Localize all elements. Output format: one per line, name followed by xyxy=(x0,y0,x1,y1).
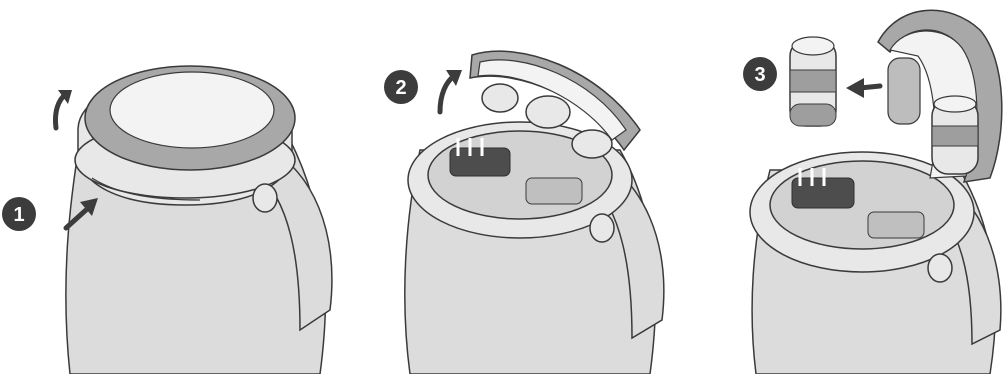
earbud-removed xyxy=(790,37,836,126)
earbud-holder xyxy=(888,58,920,124)
watch-crown xyxy=(590,214,614,242)
curved-arrow-up-icon xyxy=(440,70,462,112)
earbud xyxy=(482,84,518,112)
earbud xyxy=(526,96,570,128)
earbud xyxy=(572,130,612,158)
step-1-illustration: 1 xyxy=(2,66,332,374)
watch-screen xyxy=(110,72,274,148)
step-number-3: 3 xyxy=(754,64,765,86)
earbud xyxy=(932,96,978,174)
step-number-1: 1 xyxy=(13,204,24,226)
watch-crown xyxy=(928,254,952,282)
earbud-slot xyxy=(526,178,582,204)
step-2-illustration: 2 xyxy=(384,51,664,374)
earbud-slot xyxy=(868,212,924,238)
step-badge-2: 2 xyxy=(384,70,418,104)
step-badge-3: 3 xyxy=(743,57,777,91)
step-number-2: 2 xyxy=(395,77,406,99)
step-3-illustration: 3 xyxy=(743,10,1002,374)
step-badge-1: 1 xyxy=(2,197,36,231)
arrow-left-icon xyxy=(846,78,880,98)
watch-crown xyxy=(253,184,277,212)
curved-arrow-up-icon xyxy=(55,90,72,128)
